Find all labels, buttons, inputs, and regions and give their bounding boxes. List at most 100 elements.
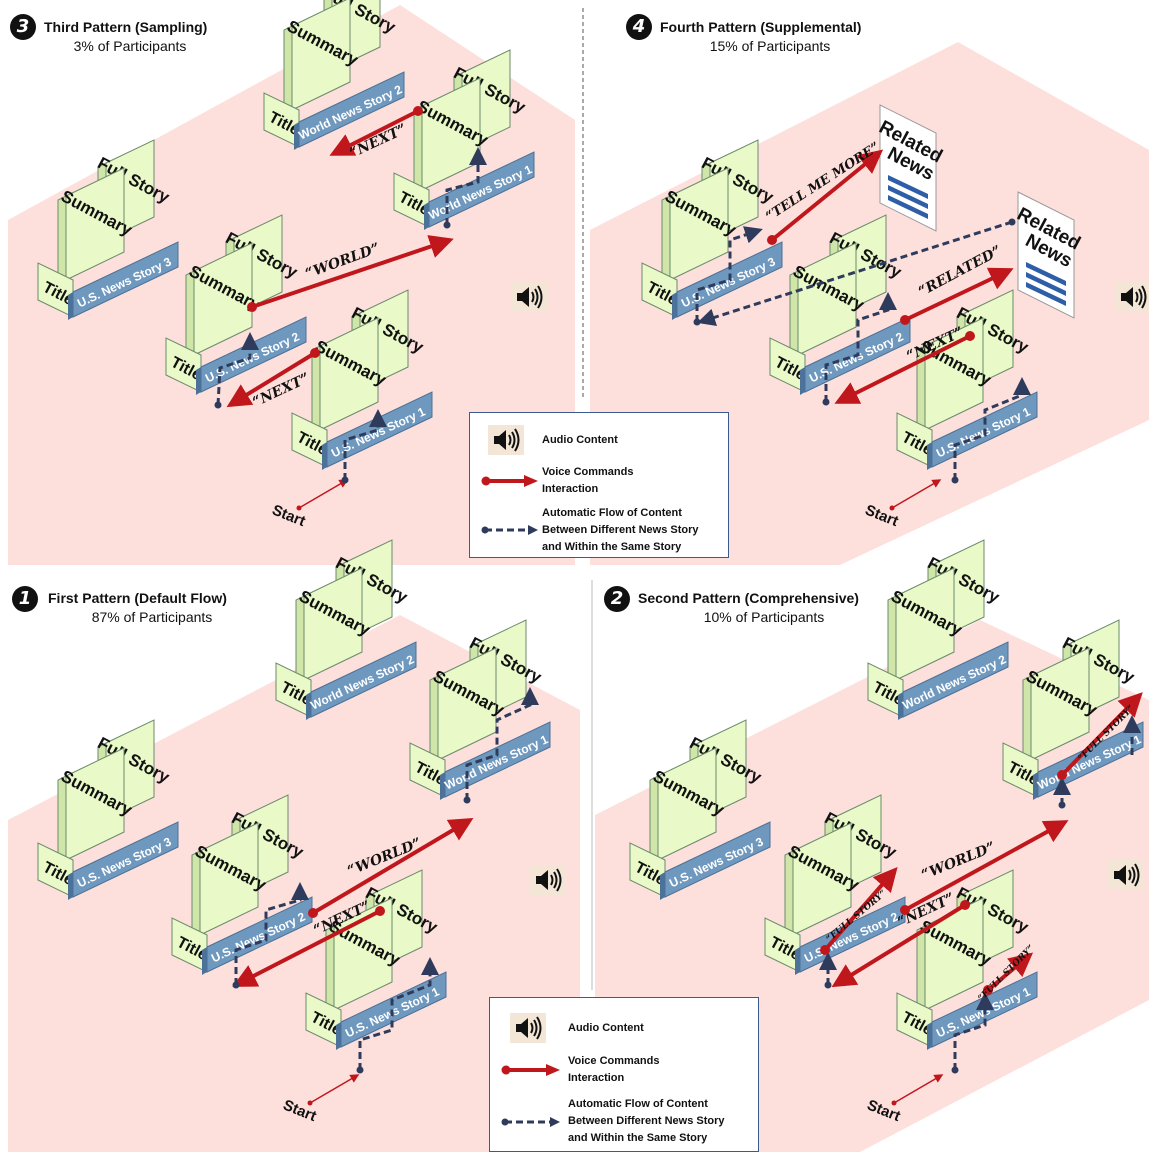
legend-bottom: Audio Content Voice Commands Interaction… — [489, 997, 759, 1152]
legend-top: Audio Content Voice Commands Interaction… — [469, 412, 729, 558]
pattern-title: Second Pattern (Comprehensive) — [638, 590, 859, 606]
title-panel — [275, 662, 312, 718]
title-panel — [393, 172, 430, 228]
automatic-flow-dot — [822, 398, 830, 406]
pattern-number-badge: 2 — [604, 586, 630, 612]
title-panel — [764, 917, 801, 973]
panel-edge — [295, 595, 305, 685]
red-arrow-icon — [501, 1064, 560, 1076]
legend-auto-line2: Between Different News Story — [568, 1115, 725, 1127]
legend-voice-line2: Interaction — [542, 483, 599, 495]
speaker-icon — [530, 865, 566, 895]
automatic-flow-arrow — [953, 377, 1031, 480]
automatic-flow-dot — [341, 476, 349, 484]
voice-command-dot — [767, 235, 777, 245]
speaker-wave — [1141, 285, 1147, 309]
title-panel — [291, 412, 328, 468]
start-arrow — [298, 479, 349, 509]
speaker-body — [1114, 865, 1126, 885]
story-base-edge — [660, 872, 665, 900]
start-arrow — [893, 1074, 944, 1104]
voice-command-dot — [247, 302, 257, 312]
panel-edge — [185, 270, 195, 360]
panel-edge — [887, 595, 897, 685]
speaker-wave — [1131, 866, 1136, 884]
automatic-flow-dot — [951, 476, 959, 484]
story-base-edge — [294, 122, 299, 150]
red-arrow-icon — [481, 475, 538, 487]
voice-command-arrow — [904, 267, 1014, 322]
panel-edge — [429, 675, 439, 765]
dashed-arrow-icon — [501, 1117, 560, 1127]
title-panel — [409, 742, 446, 798]
speaker-wave — [531, 291, 535, 303]
panel-edge — [649, 775, 659, 865]
legend-auto-line1: Automatic Flow of Content — [542, 507, 682, 519]
voice-command-arrow — [770, 149, 884, 242]
speaker-wave — [534, 288, 539, 306]
pattern-number-badge: 1 — [12, 586, 38, 612]
legend-auto-line3: and Within the Same Story — [568, 1132, 708, 1144]
story-base-edge — [322, 442, 327, 470]
legend-audio-label: Audio Content — [568, 1022, 644, 1034]
speaker-icon — [1115, 282, 1149, 312]
voice-command-arrow — [823, 866, 898, 952]
panel-edge — [311, 345, 321, 435]
voice-command-dot — [965, 331, 975, 341]
legend-auto-line3: and Within the Same Story — [542, 541, 682, 553]
legend-voice-line1: Voice Commands — [542, 466, 634, 478]
related-news-bar — [1026, 262, 1066, 286]
title-panel — [37, 842, 74, 898]
title-panel — [263, 92, 300, 148]
automatic-flow-arrow — [216, 332, 259, 406]
panel-edge — [916, 925, 926, 1015]
panel-edge — [789, 270, 799, 360]
automatic-flow-dot — [1058, 801, 1066, 809]
panel-edge — [784, 850, 794, 940]
automatic-flow-dot — [356, 1066, 364, 1074]
story-base-edge — [424, 202, 429, 230]
speaker-wave — [1134, 863, 1140, 887]
story-base-edge — [68, 872, 73, 900]
automatic-flow-arrow — [824, 292, 897, 402]
speaker-wave — [550, 874, 554, 886]
pattern-title: First Pattern (Default Flow) — [48, 590, 227, 606]
story-base-edge — [898, 692, 903, 720]
title-panel — [769, 337, 806, 393]
speaker-body — [536, 870, 548, 890]
legend-auto-line1: Automatic Flow of Content — [568, 1098, 708, 1110]
panel-edge — [413, 105, 423, 195]
automatic-flow-arrow — [953, 992, 994, 1070]
voice-command-dot — [1057, 770, 1067, 780]
automatic-flow-dot — [824, 981, 832, 989]
start-arrow — [309, 1074, 360, 1104]
start-dot — [889, 505, 895, 511]
automatic-flow-dot — [1008, 218, 1016, 226]
pattern-subtitle: 87% of Participants — [91, 609, 213, 625]
pattern-subtitle: 10% of Participants — [703, 609, 825, 625]
legend-audio-label: Audio Content — [542, 434, 618, 446]
related-news-bar — [888, 175, 928, 199]
pattern-subtitle: 15% of Participants — [709, 38, 831, 54]
automatic-flow-dot — [232, 981, 240, 989]
panel-edge — [57, 195, 67, 285]
story-base-edge — [336, 1022, 341, 1050]
speaker-wave — [1138, 288, 1143, 306]
automatic-flow-dot — [214, 401, 222, 409]
title-panel — [171, 917, 208, 973]
automatic-flow-dot — [443, 221, 451, 229]
related-news-bar — [1026, 282, 1066, 306]
voice-command-arrow — [904, 820, 1069, 912]
automatic-flow-arrow — [234, 882, 309, 985]
voice-command-dot — [900, 905, 910, 915]
automatic-flow-arrow — [343, 409, 387, 480]
speaker-body — [1121, 287, 1133, 307]
story-base-edge — [196, 367, 201, 395]
title-panel — [641, 262, 678, 318]
panel-edge — [661, 195, 671, 285]
automatic-flow-arrow — [358, 957, 439, 1070]
voice-command-dot — [413, 106, 423, 116]
title-panel — [629, 842, 666, 898]
